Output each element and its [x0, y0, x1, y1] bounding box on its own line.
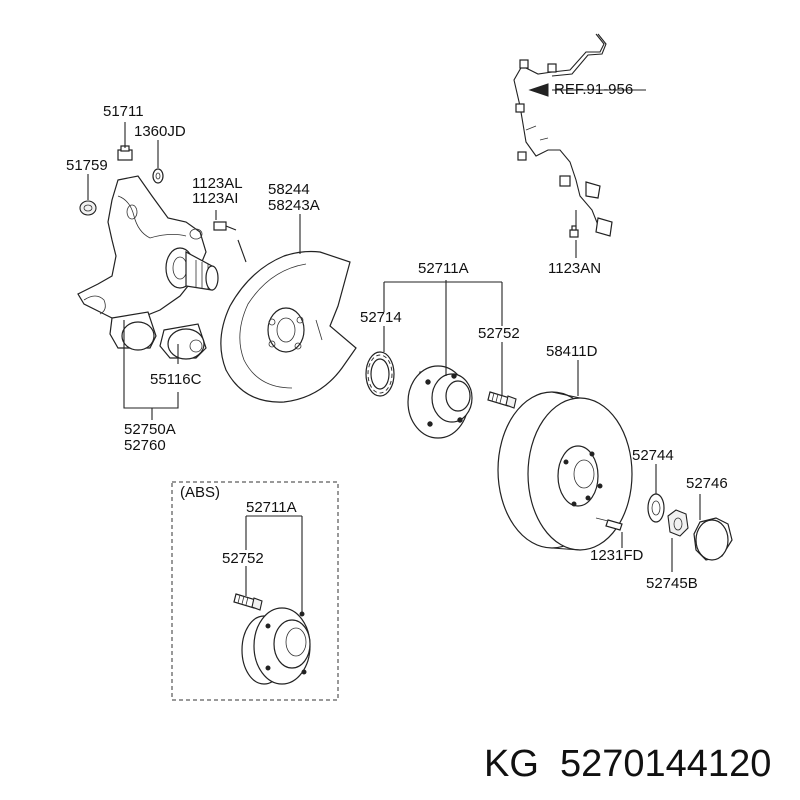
nut-52745B	[667, 509, 689, 537]
ref-arrow	[528, 83, 646, 97]
label-1123AI: 1123AI	[192, 190, 238, 207]
bolt-1123AN	[569, 225, 579, 238]
bolt-51711	[117, 145, 133, 161]
label-abs-title: (ABS)	[180, 484, 220, 501]
label-1123AN: 1123AN	[548, 260, 601, 277]
label-58244: 58244	[268, 181, 310, 198]
label-58243A: 58243A	[268, 197, 320, 214]
label-1231FD: 1231FD	[590, 547, 644, 564]
abs-hub	[241, 607, 311, 685]
tone-ring-52714	[365, 351, 395, 397]
footer-brand: KG	[484, 743, 539, 785]
label-1123AL: 1123AL	[192, 175, 243, 192]
footer-part-number: KG 5270144120	[484, 743, 771, 785]
label-52746: 52746	[686, 475, 728, 492]
label-52711A: 52711A	[418, 260, 469, 277]
abs-leader-lines	[245, 515, 303, 612]
leader-lines	[87, 122, 701, 572]
bolt-1123AL	[213, 221, 237, 231]
label-51711: 51711	[103, 103, 144, 120]
label-52714: 52714	[360, 309, 402, 326]
label-ref-91-956: REF.91-956	[554, 81, 633, 98]
hub-cap-52746	[693, 517, 733, 561]
abs-wheel-bolt	[233, 593, 263, 611]
label-52752: 52752	[478, 325, 520, 342]
label-52745B: 52745B	[646, 575, 698, 592]
nut-51759	[79, 200, 97, 216]
label-51759: 51759	[66, 157, 108, 174]
backing-plate-58244	[220, 250, 357, 403]
label-55116C: 55116C	[150, 371, 202, 388]
footer-number: 5270144120	[560, 743, 771, 785]
washer-52744	[647, 493, 665, 523]
label-58411D: 58411D	[546, 343, 598, 360]
part-labels: 51711 1360JD 51759 1123AL 1123AI 58244 5…	[66, 81, 728, 592]
label-52760: 52760	[124, 437, 166, 454]
abs-sensor-cable	[513, 33, 613, 237]
label-abs-52711A: 52711A	[246, 499, 297, 516]
bushing-55116C	[109, 311, 207, 360]
screw-1231FD	[595, 517, 623, 531]
washer-1360JD	[152, 168, 164, 184]
wheel-bolt-52752	[487, 391, 517, 409]
label-1360JD: 1360JD	[134, 123, 186, 140]
label-52750A: 52750A	[124, 421, 176, 438]
label-abs-52752: 52752	[222, 550, 264, 567]
label-52744: 52744	[632, 447, 674, 464]
abs-box	[171, 481, 339, 701]
hub-52711A	[407, 365, 473, 439]
steering-knuckle	[77, 175, 219, 323]
brake-disc-58411D	[497, 391, 633, 551]
